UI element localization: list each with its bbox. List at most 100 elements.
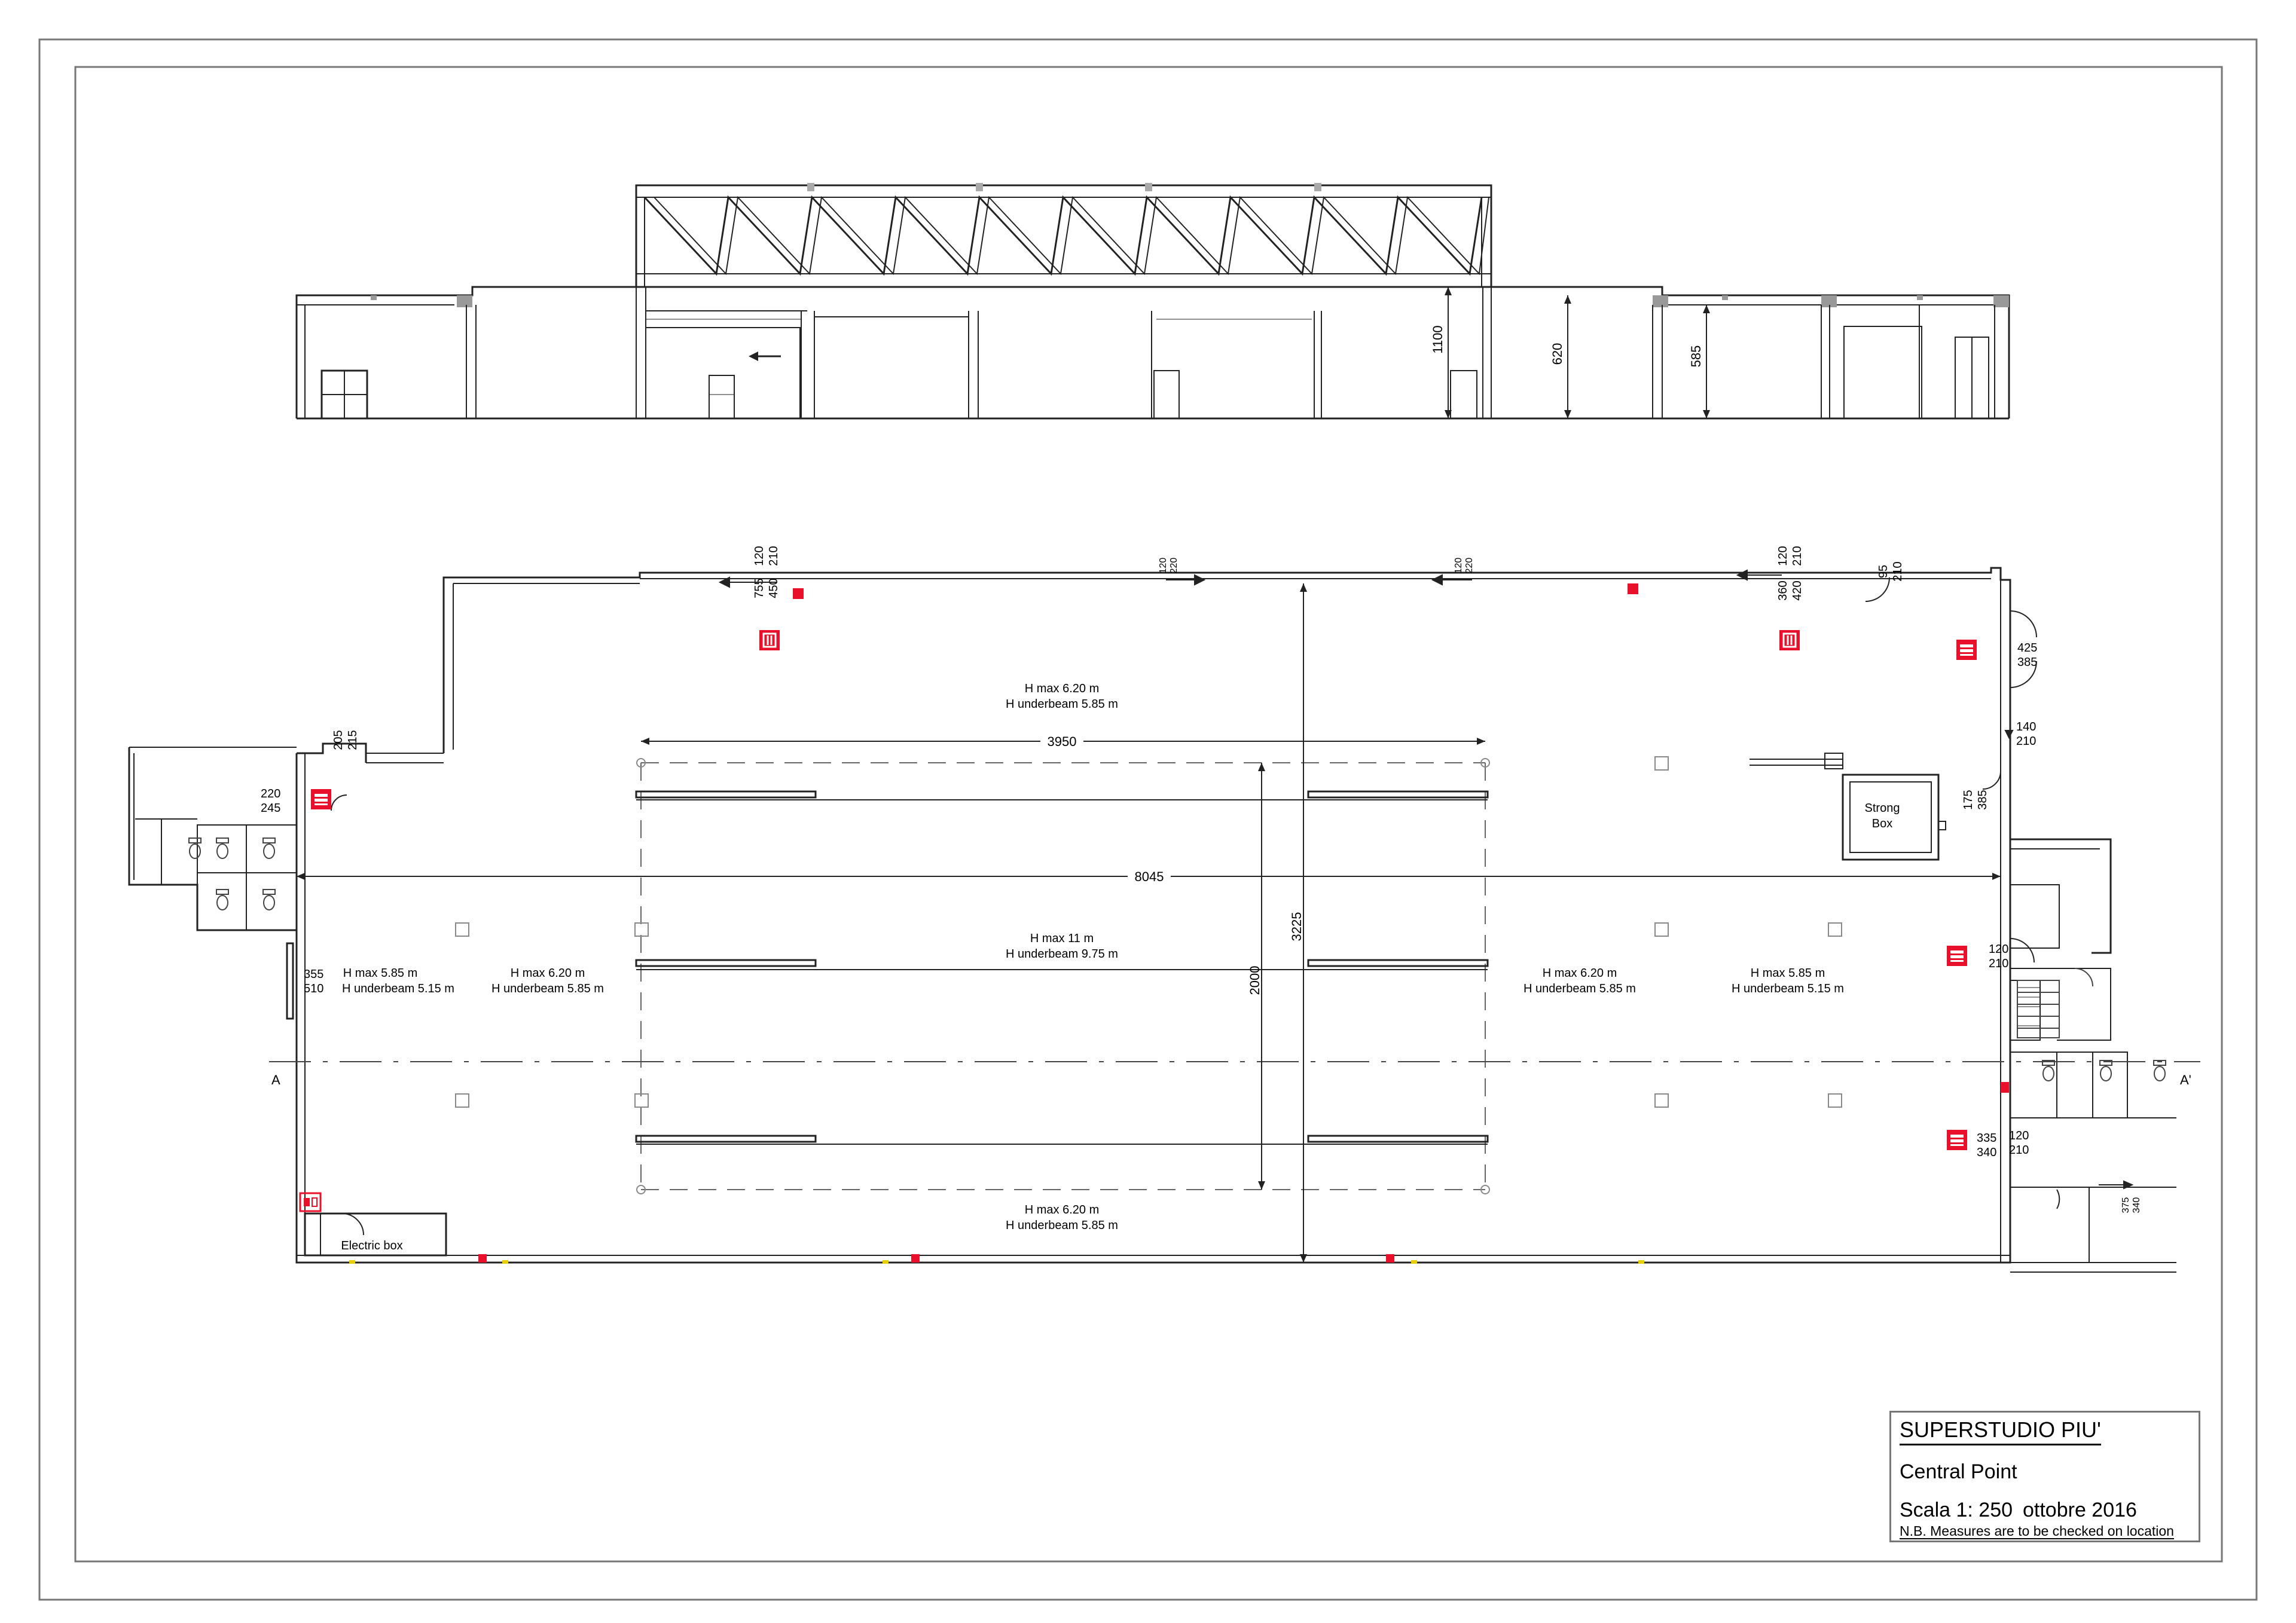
zone-right-inner-hmax: H max 6.20 m [1543,967,1617,980]
door-d10-b: 340 [1977,1146,1996,1159]
drawing-note: N.B. Measures are to be checked on locat… [1900,1523,2174,1539]
door-d13-a: 205 [332,730,345,750]
door-d3-a: 120 [1454,558,1464,574]
firm-name: SUPERSTUDIO PIU' [1900,1417,2101,1445]
door-d11-a: 120 [2009,1129,2029,1142]
section-dim-620-label: 620 [1550,343,1565,365]
dim-3950: 3950 [641,733,1485,750]
door-d14-b: 245 [261,802,280,815]
fire-extinguisher-icon [758,629,781,652]
door-dims: 120 210 755 450 120 220 120 220 120 210 … [261,546,2142,1213]
door-d11-b: 210 [2009,1144,2029,1157]
plan-beams [635,790,1489,1145]
door-d13-b: 215 [346,730,359,750]
stairs [2017,968,2093,1038]
plan-walls [128,567,2176,1273]
door-d12-b: 340 [2132,1197,2142,1214]
dim-8045: 8045 [297,868,2001,885]
dim-2000: 2000 [1247,763,1265,1190]
zone-center-hmax: H max 11 m [1030,932,1094,945]
fire-hydrant-icon [311,789,331,809]
drawing-date: ottobre 2016 [2023,1499,2137,1521]
plan-pillars [455,756,1842,1194]
section-dim-585-label: 585 [1689,346,1703,368]
zone-right-outer-hmax: H max 5.85 m [1751,967,1825,980]
zone-top-hub: H underbeam 5.85 m [1006,698,1118,711]
door-d1b-b: 450 [767,578,780,598]
door-d5-a: 95 [1877,565,1890,578]
strong-box-label-2: Box [1872,817,1892,830]
section-dim-585: 585 [1689,305,1710,418]
zone-left-outer-hub: H underbeam 5.15 m [342,982,454,995]
dim-2000-label: 2000 [1247,966,1262,995]
section-direction-arrow [749,352,781,361]
outer-border [38,38,2258,1601]
door-d4-a: 120 [1776,546,1790,566]
zone-bottom-hub: H underbeam 5.85 m [1006,1219,1118,1232]
door-d2-b: 220 [1169,558,1179,574]
zone-left-inner-hub: H underbeam 5.85 m [491,982,604,995]
door-d14-a: 220 [261,787,280,800]
door-d6-a: 425 [2017,641,2037,655]
title-block: SUPERSTUDIO PIU' Central Point Scala 1: … [1889,1411,2200,1542]
door-d4-b: 210 [1791,546,1804,566]
fire-hydrant-icon-3 [1947,946,1967,966]
zone-bottom: H max 6.20 m H underbeam 5.85 m [1006,1203,1118,1232]
door-d1b-a: 755 [753,578,766,598]
door-d6-b: 385 [2017,656,2037,669]
dim-8045-label: 8045 [1135,869,1164,884]
door-d9-b: 210 [1989,957,2008,970]
zone-right-inner: H max 6.20 m H underbeam 5.85 m [1523,967,1636,995]
door-d10-a: 335 [1977,1132,1996,1145]
door-d1-a: 120 [753,546,766,566]
door-d12-a: 375 [2121,1197,2131,1214]
plan-central-zone [640,762,1486,1190]
section-line: A A' [269,1061,2200,1087]
section-dim-620: 620 [1550,295,1571,418]
zone-left-inner: H max 6.20 m H underbeam 5.85 m [491,967,604,995]
alarm-icons [478,583,2009,1263]
door-d3-b: 220 [1464,558,1474,574]
drawing-scale: Scala 1: 250 [1900,1499,2013,1521]
door-d4b-b: 420 [1791,580,1804,600]
door-d7-b: 210 [2016,735,2036,748]
door-swings [286,577,2060,1236]
zone-center: H max 11 m H underbeam 9.75 m [1006,932,1118,961]
door-d8-b: 385 [1976,790,1989,809]
fire-extinguisher-icon-2 [1778,629,1801,652]
door-d5-b: 210 [1891,561,1904,581]
project-name: Central Point [1900,1460,2017,1483]
zone-left-inner-hmax: H max 6.20 m [511,967,585,980]
door-d15-a: 355 [304,968,323,981]
dim-3225-label: 3225 [1289,912,1304,942]
section-mark-a: A [271,1072,280,1087]
door-d1-b: 210 [767,546,780,566]
section-dim-1100: 1100 [1430,287,1452,418]
door-d4b-a: 360 [1776,580,1790,600]
dim-3950-label: 3950 [1048,734,1077,749]
toilet-fixtures [188,838,2166,1081]
section-mark-a-prime: A' [2180,1072,2191,1087]
zone-left-outer-hmax: H max 5.85 m [343,967,417,980]
zone-bottom-hmax: H max 6.20 m [1025,1203,1099,1217]
electric-panel-icon [299,1192,322,1212]
inner-border [74,66,2223,1563]
zone-top: H max 6.20 m H underbeam 5.85 m [1006,682,1118,711]
door-d2-a: 120 [1158,558,1168,574]
dim-3225: 3225 [1289,583,1307,1263]
section-dim-1100-label: 1100 [1430,325,1445,353]
door-d8-a: 175 [1962,790,1975,809]
exit-arrows [718,569,2134,1190]
zone-right-outer: H max 5.85 m H underbeam 5.15 m [1732,967,1844,995]
fire-hydrant-icon-4 [1947,1130,1967,1150]
zone-top-hmax: H max 6.20 m [1025,682,1099,695]
door-d15-b: 510 [304,982,323,995]
light-marks [349,1260,1644,1264]
zone-left-outer: H max 5.85 m H underbeam 5.15 m [342,967,454,995]
fire-hydrant-icon-2 [1956,640,1977,660]
door-d7-a: 140 [2016,720,2036,733]
zone-right-outer-hub: H underbeam 5.15 m [1732,982,1844,995]
door-d9-a: 120 [1989,943,2008,956]
electric-box-label: Electric box [341,1239,402,1252]
